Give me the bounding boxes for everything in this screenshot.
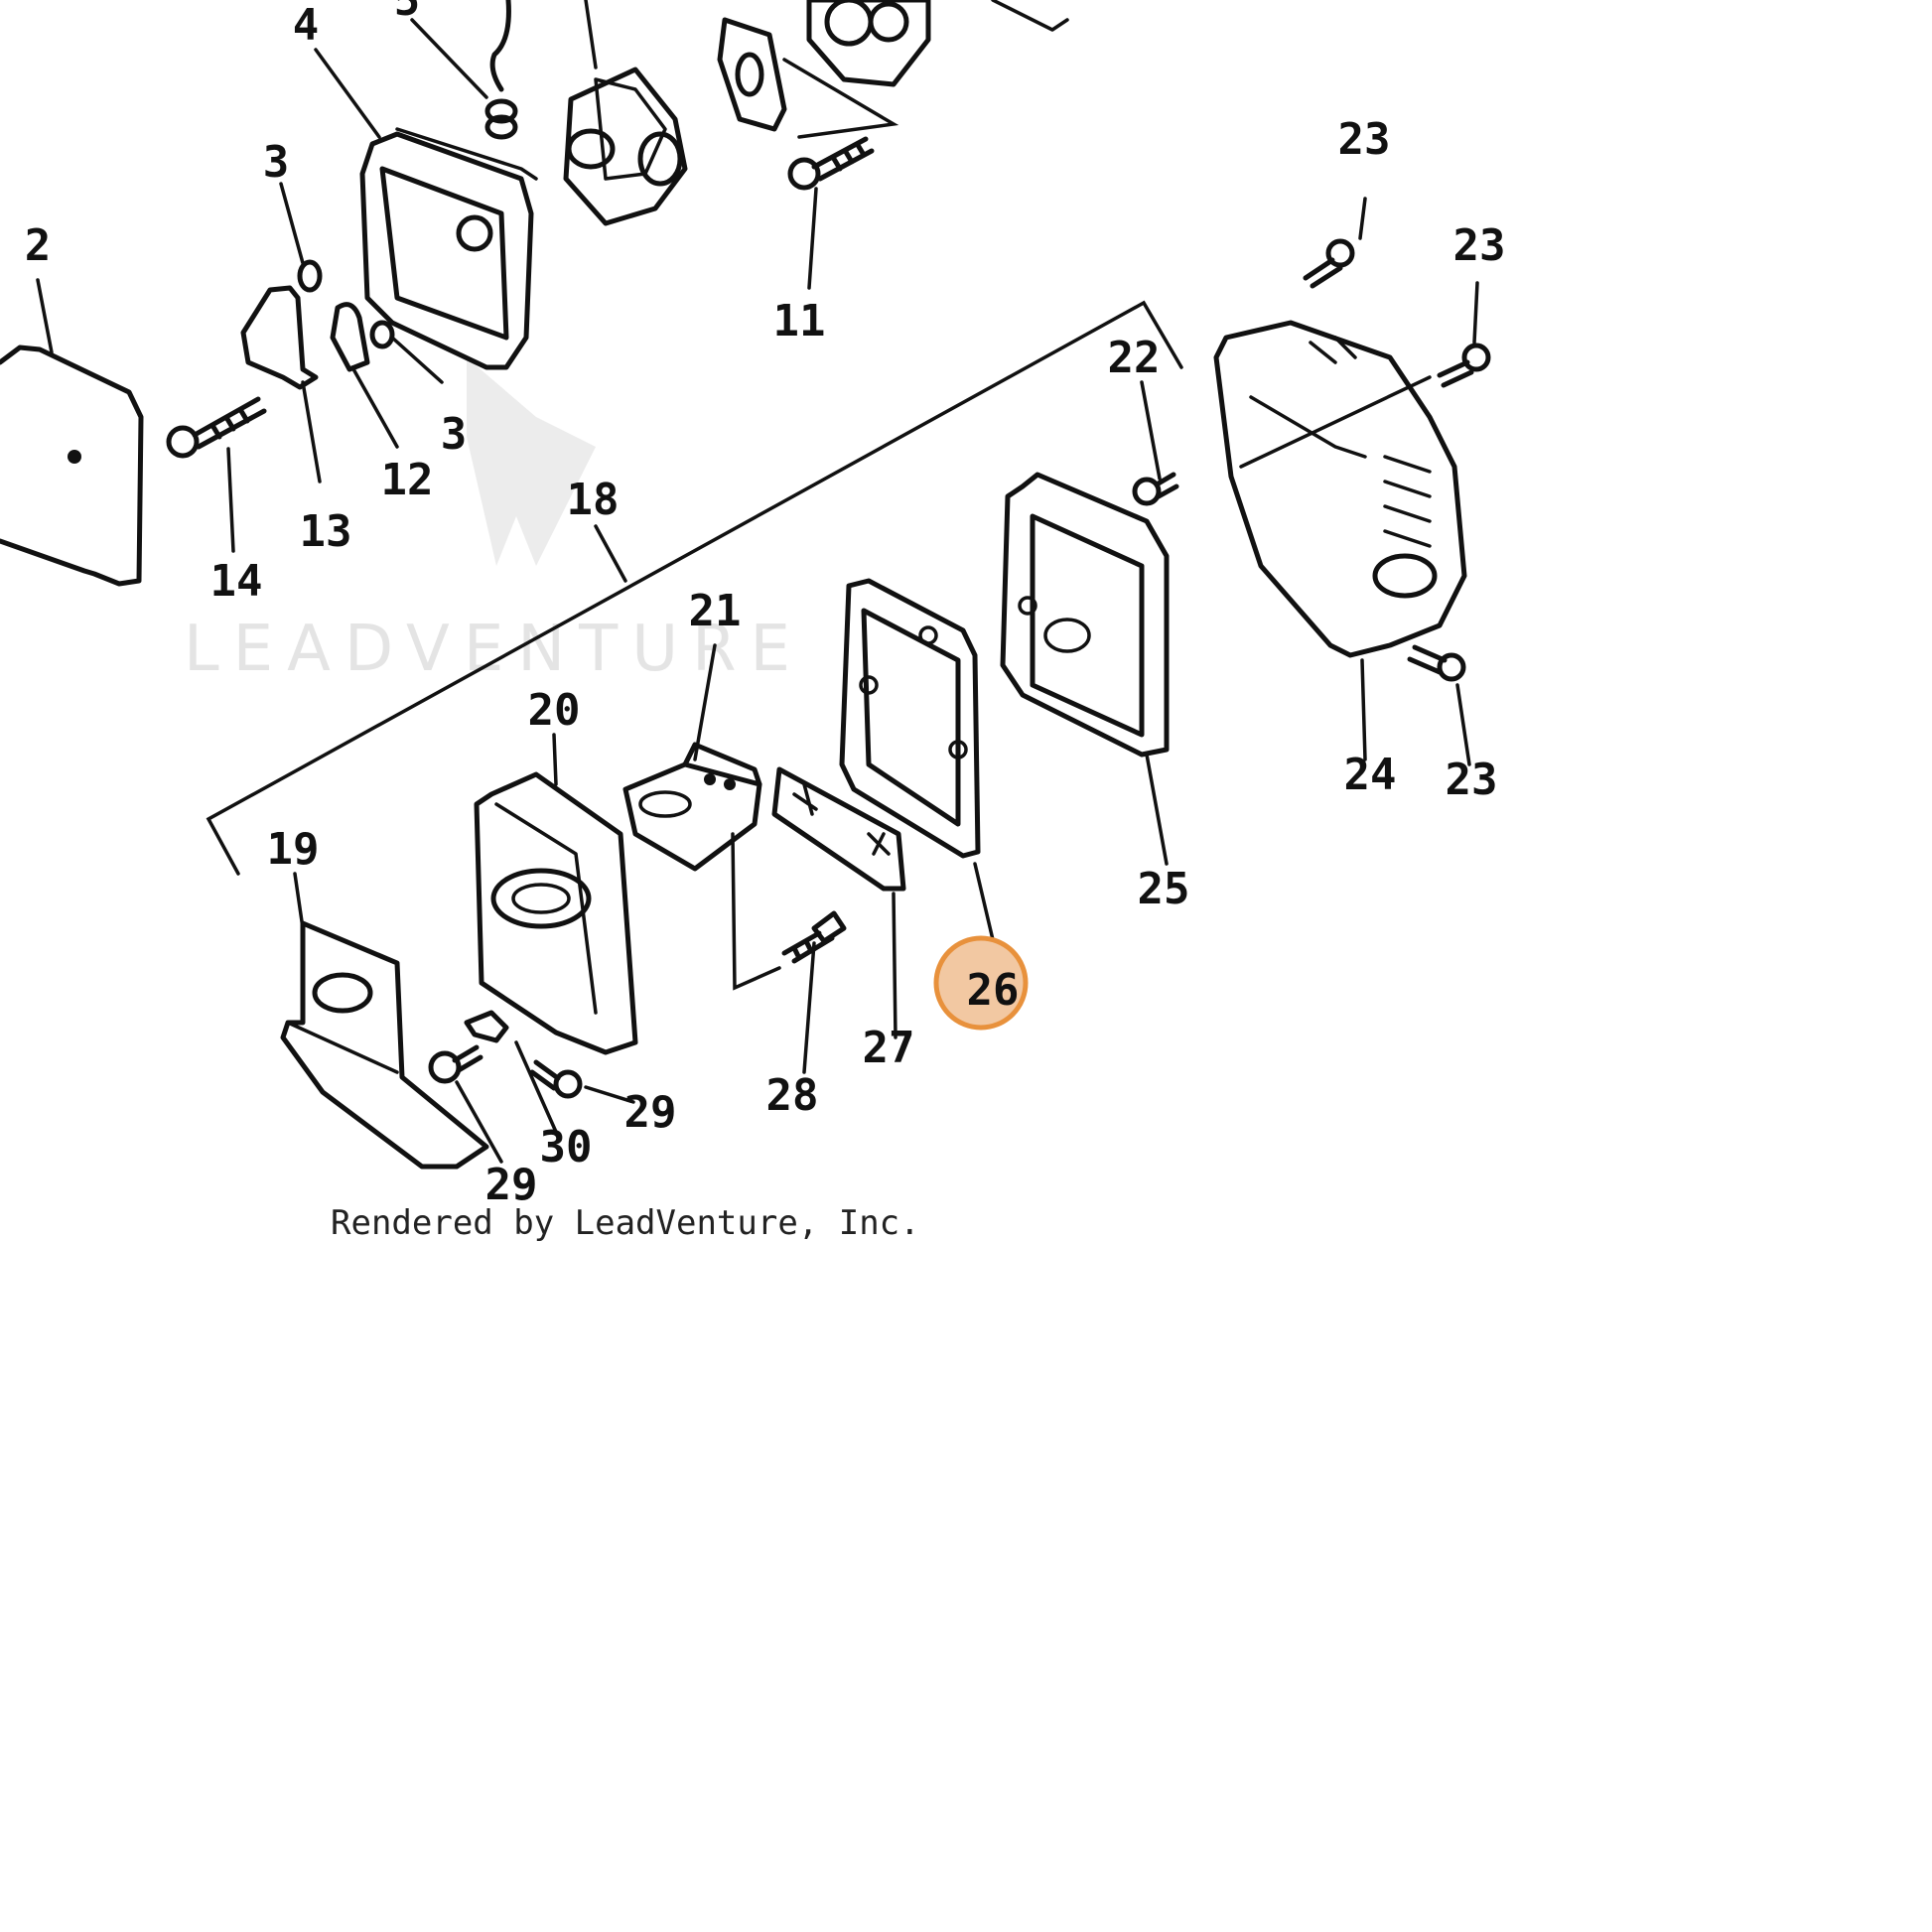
part-14-bolt <box>166 396 267 459</box>
callout-23-right[interactable]: 23 <box>1453 220 1506 271</box>
part-26-muffler-gasket <box>839 578 981 859</box>
part-11-bolt <box>787 136 875 191</box>
callout-29-left[interactable]: 29 <box>485 1160 538 1210</box>
part-12-gasket <box>330 302 370 372</box>
callout-26[interactable]: 26 <box>967 965 1020 1016</box>
callout-28[interactable]: 28 <box>766 1070 819 1121</box>
part-5-wire <box>484 0 518 140</box>
part-3-washer-upper <box>297 259 323 293</box>
part-4-air-cleaner-case <box>359 127 538 370</box>
callout-3-lower[interactable]: 3 <box>441 409 468 460</box>
part-27-spark-screen <box>771 766 906 892</box>
part-13-bracket <box>240 285 319 390</box>
callout-22[interactable]: 22 <box>1108 333 1161 383</box>
part-22-bolt <box>1132 472 1179 506</box>
callout-23-top[interactable]: 23 <box>1338 114 1391 165</box>
callout-14[interactable]: 14 <box>210 556 263 607</box>
callout-5[interactable]: 5 <box>394 0 421 26</box>
leader-lines <box>36 0 1479 1164</box>
callout-30[interactable]: 30 <box>540 1122 593 1173</box>
callout-19[interactable]: 19 <box>267 824 320 875</box>
callout-23-bottom[interactable]: 23 <box>1446 755 1498 805</box>
callouts[interactable]: 2 3 3 4 5 11 12 13 14 18 19 20 21 22 23 … <box>25 0 1506 1210</box>
callout-29-right[interactable]: 29 <box>624 1087 677 1138</box>
callout-21[interactable]: 21 <box>689 586 742 636</box>
callout-11[interactable]: 11 <box>773 296 826 346</box>
part-29-bolt-right <box>529 1059 583 1099</box>
bracket-top <box>782 58 899 139</box>
part-insulator <box>806 0 1069 87</box>
part-20-muffler-body <box>474 771 638 1055</box>
part-2-cover <box>0 345 144 587</box>
part-23-bolt-top <box>1303 238 1355 289</box>
part-carb-gasket <box>717 17 787 132</box>
part-21-deflector <box>622 742 762 872</box>
bracket-kit-18 <box>206 300 1183 876</box>
part-3-washer-lower <box>369 320 395 349</box>
callout-12[interactable]: 12 <box>381 455 434 505</box>
part-24-cylinder-cover <box>1213 320 1467 658</box>
callout-18[interactable]: 18 <box>567 475 620 525</box>
callout-25[interactable]: 25 <box>1138 864 1190 914</box>
callout-20[interactable]: 20 <box>528 685 581 736</box>
callout-13[interactable]: 13 <box>300 506 352 557</box>
callout-3-upper[interactable]: 3 <box>263 137 290 188</box>
part-carburetor <box>563 67 688 226</box>
credit-text: Rendered by LeadVenture, Inc. <box>331 1203 920 1243</box>
part-23-bolt-right <box>1437 343 1491 388</box>
callout-2[interactable]: 2 <box>25 220 52 271</box>
callout-24[interactable]: 24 <box>1344 750 1397 800</box>
callout-27[interactable]: 27 <box>863 1023 915 1073</box>
part-29-bolt-left <box>428 1044 483 1084</box>
callout-4[interactable]: 4 <box>293 0 320 51</box>
part-25-muffler-cover <box>1000 472 1170 758</box>
watermark: LEADVENTURE <box>184 357 804 686</box>
part-23-bolt-bottom <box>1407 644 1466 682</box>
part-30-clamp <box>464 1010 509 1043</box>
watermark-logo <box>467 357 596 566</box>
part-19-heat-shield <box>280 920 489 1170</box>
highlight-26 <box>933 935 1029 1031</box>
watermark-text: LEADVENTURE <box>184 613 804 686</box>
